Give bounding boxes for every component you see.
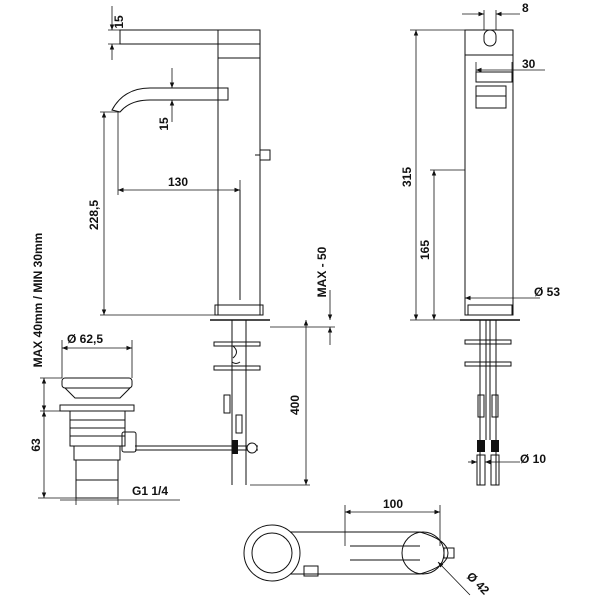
waste-tail	[75, 459, 119, 499]
dim-waste-thread: G1 1/4	[132, 484, 168, 498]
dim-hose-diameter: Ø 10	[520, 452, 546, 466]
front-dimensions: 15 15 130 228,5 MAX - 50 400 Ø 62,5	[29, 6, 335, 505]
top-lever-bar	[119, 29, 261, 45]
plan-view	[243, 524, 455, 582]
plan-spout-head	[401, 531, 445, 575]
dim-side-lower-height: 165	[418, 240, 432, 260]
side-view-faucet	[460, 29, 520, 486]
front-view-faucet	[111, 29, 271, 485]
plan-spout-outline	[290, 531, 449, 575]
dim-body-diameter: Ø 53	[534, 285, 560, 299]
waste-flange	[59, 404, 135, 412]
waste-cap	[61, 377, 133, 389]
faucet-body	[217, 29, 261, 316]
dim-side-total-height: 315	[400, 167, 414, 187]
dim-side-top: 8	[522, 1, 529, 15]
dim-spout-reach: 130	[168, 175, 188, 189]
side-knob	[259, 149, 271, 161]
dim-spout-thickness: 15	[157, 117, 171, 131]
dim-waste-range: MAX 40mm / MIN 30mm	[31, 233, 45, 368]
dim-top-thickness: 15	[112, 15, 126, 29]
side-top-slot	[483, 29, 497, 47]
dim-spout-height: 228,5	[87, 200, 101, 230]
side-dimensions: 8 30 315 165 Ø 53 Ø 10	[400, 1, 560, 466]
dim-waste-diameter: Ø 62,5	[67, 332, 103, 346]
plan-dimensions: 100 Ø 42	[344, 497, 492, 598]
plan-body-outer	[243, 524, 301, 582]
side-body	[464, 29, 514, 316]
spout	[111, 87, 218, 113]
dim-side-lever: 30	[522, 57, 536, 71]
dim-waste-depth: 63	[29, 438, 43, 452]
dim-deck-max: MAX - 50	[315, 246, 329, 297]
waste-assembly	[59, 377, 137, 499]
dim-under-deck: 400	[288, 395, 302, 415]
dim-plan-length: 100	[383, 497, 403, 511]
